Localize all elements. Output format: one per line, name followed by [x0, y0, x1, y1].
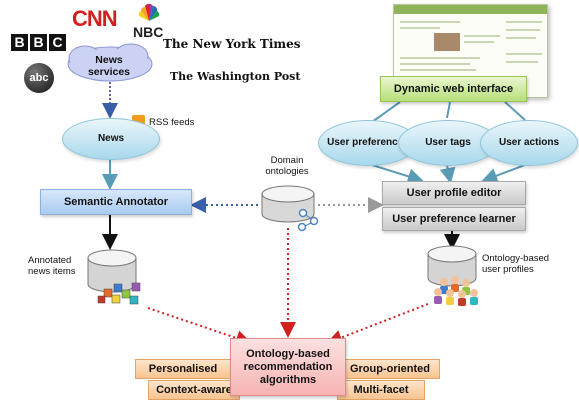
bbc-letter: B — [11, 34, 28, 51]
group-oriented-box: Group-oriented — [340, 359, 440, 379]
context-aware-box: Context-aware — [148, 380, 240, 400]
cnn-logo: CNN — [72, 6, 118, 31]
semantic-annotator-box: Semantic Annotator — [40, 189, 192, 215]
annotated-news-database-icon — [87, 249, 141, 305]
news-services-label: News services — [87, 54, 131, 78]
domain-ontology-database-icon — [261, 185, 319, 232]
user-tags-node: User tags — [398, 120, 498, 166]
news-node: News — [62, 118, 160, 160]
washington-post-logo: The Washington Post — [170, 70, 301, 83]
nbc-peacock-icon — [137, 3, 161, 23]
nbc-logo: NBC — [133, 24, 164, 40]
domain-ontologies-label: Domain ontologies — [265, 155, 309, 177]
user-profile-editor-box: User profile editor — [382, 181, 526, 205]
abc-logo: abc — [24, 63, 54, 93]
annotated-news-items-label: Annotated news items — [28, 255, 76, 277]
user-actions-node: User actions — [480, 120, 578, 166]
multi-facet-box: Multi-facet — [337, 380, 425, 400]
bbc-letter: B — [30, 34, 47, 51]
news-services-cloud — [67, 43, 153, 82]
ontology-based-user-profiles-label: Ontology-based user profiles — [482, 253, 550, 275]
bbc-logo: B B C — [11, 34, 66, 51]
user-preference-learner-box: User preference learner — [382, 207, 526, 231]
nyt-logo: The New York Times — [163, 37, 301, 51]
user-profiles-database-icon — [427, 245, 478, 306]
dynamic-web-interface-box: Dynamic web interface — [380, 76, 527, 102]
personalised-box: Personalised — [135, 359, 231, 379]
recommendation-algorithms-box: Ontology-based recommendation algorithms — [230, 338, 346, 396]
rss-feeds-label: RSS feeds — [149, 117, 195, 128]
bbc-letter: C — [49, 34, 66, 51]
